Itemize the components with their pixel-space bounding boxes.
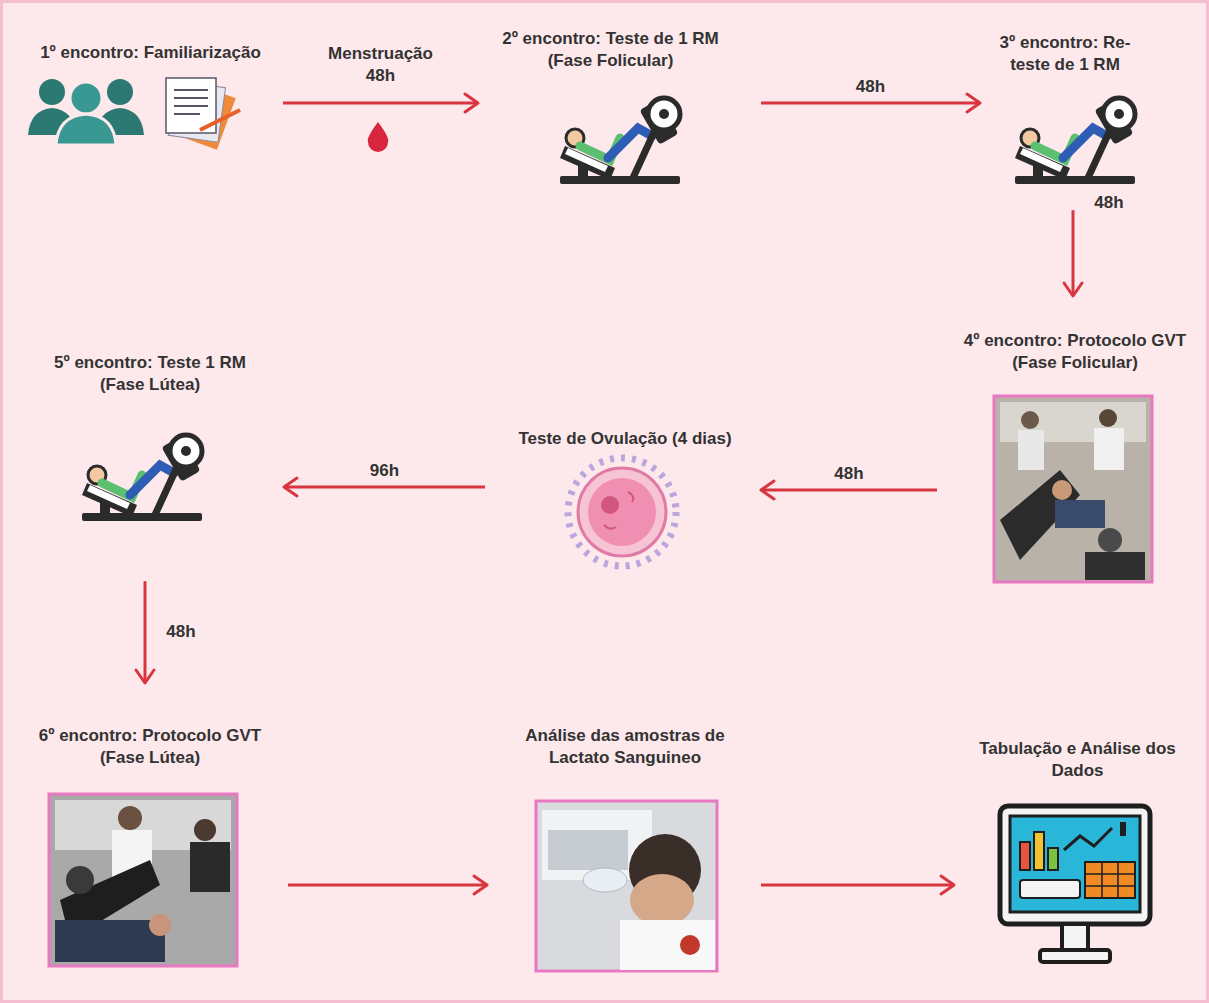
step-node: 4º encontro: Protocolo GVT (Fase Folicul… [945,330,1205,589]
icon-space [945,374,1205,589]
icon-space [18,64,283,152]
icon-space [495,769,755,974]
icon-space [495,450,755,590]
step-node: 5º encontro: Teste 1 RM (Fase Lútea) [30,352,270,526]
step-heading: 3º encontro: Re-teste de 1 RM [980,32,1150,76]
step-heading: 4º encontro: Protocolo GVT (Fase Folicul… [945,330,1205,374]
flow-arrow [144,581,147,683]
flow-arrow [1072,210,1075,296]
leg-press-icon [82,435,202,521]
icon-space [30,396,270,526]
flow-arrow [761,489,937,492]
step-heading: Análise das amostras de Lactato Sanguine… [495,725,755,769]
icon-space [980,76,1150,188]
arrow-head [465,94,478,112]
arrow-head [761,481,774,499]
step-heading: 5º encontro: Teste 1 RM (Fase Lútea) [30,352,270,396]
arrow-head [1064,283,1082,296]
icon-space [960,782,1195,997]
photo [49,794,237,966]
step-heading: 6º encontro: Protocolo GVT (Fase Lútea) [20,725,280,769]
step-node: 3º encontro: Re-teste de 1 RM [980,32,1150,188]
interval-label: 48h [1077,192,1141,214]
photo [994,396,1152,582]
step-heading: Teste de Ovulação (4 dias) [495,428,755,450]
papers-icon [166,78,240,150]
interval-label: 96h [353,460,417,482]
blood-drop [368,122,389,152]
step-node: 1º encontro: Familiarização [18,42,283,152]
flow-arrow [288,884,487,887]
monitor-icon [1000,806,1150,962]
step-heading: 1º encontro: Familiarização [18,42,283,64]
flow-arrow [284,486,485,489]
step-heading: 2º encontro: Teste de 1 RM (Fase Folicul… [478,28,743,72]
arrow-head [941,876,954,894]
arrow-head [136,670,154,683]
photo [536,801,717,971]
flow-arrow [761,884,954,887]
ovum-icon [568,458,676,566]
interval-label: 48h [149,621,213,643]
icon-space [20,769,280,969]
leg-press-icon [1015,98,1135,184]
flow-arrow [761,102,980,105]
step-heading: Tabulação e Análise dos Dados [960,738,1195,782]
step-node: 2º encontro: Teste de 1 RM (Fase Folicul… [478,28,743,182]
interval-label: 48h [817,463,881,485]
people-icon [28,79,144,145]
step-node: Análise das amostras de Lactato Sanguine… [495,725,755,974]
leg-press-icon [560,98,680,184]
arrow-head [474,876,487,894]
arrow-head [284,478,297,496]
step-node: Teste de Ovulação (4 dias) [495,428,755,590]
interval-label: Menstruação 48h [319,43,443,87]
step-node: 6º encontro: Protocolo GVT (Fase Lútea) [20,725,280,969]
flow-arrow [283,102,478,105]
arrow-head [967,94,980,112]
icon-space [478,72,743,182]
step-node: Tabulação e Análise dos Dados [960,738,1195,997]
interval-label: 48h [839,76,903,98]
